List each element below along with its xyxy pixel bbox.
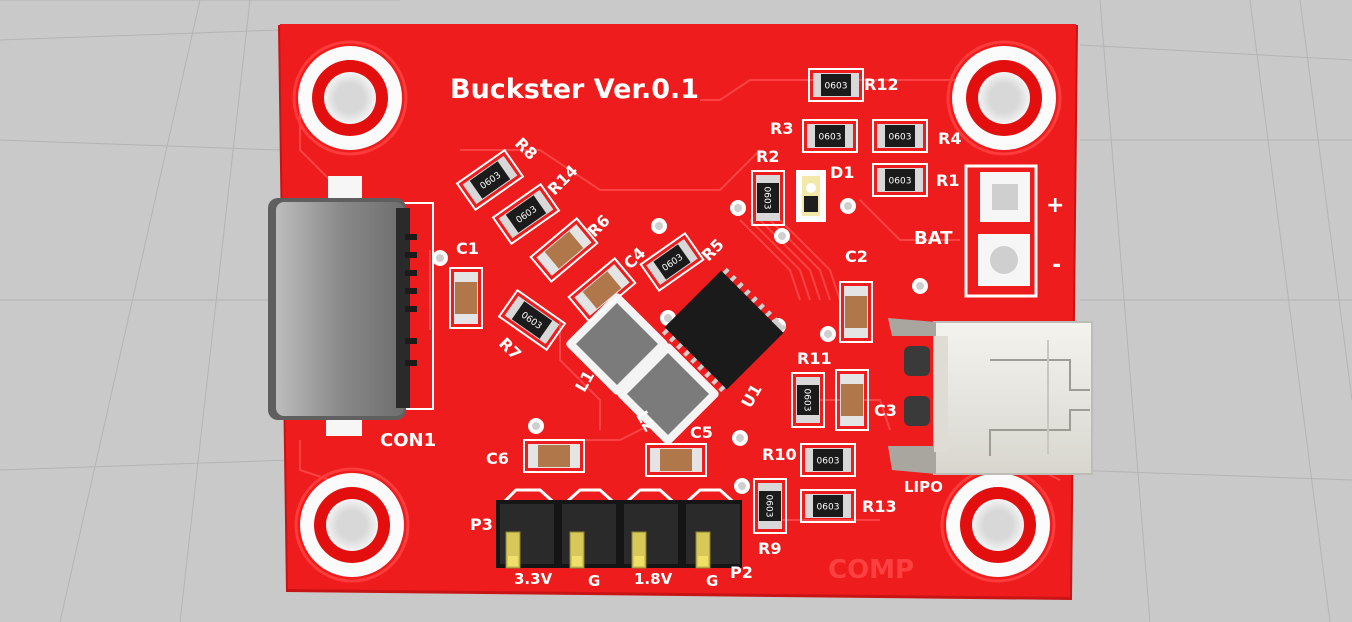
resistor-r8: 0603 [455,148,525,212]
pin-label-2: G [588,572,600,590]
pin-label-1: 3.3V [514,570,553,588]
vias [432,198,928,494]
ref-r13: R13 [862,497,897,516]
ref-c3: C3 [874,401,897,420]
resistor-r4: 0603 [872,119,928,153]
capacitor-c2 [839,281,873,343]
ref-r2: R2 [756,147,779,166]
resistor-r12: 0603 [808,68,864,102]
ref-r1: R1 [936,171,959,190]
lipo-connector [888,318,1093,475]
mounting-hole-bottom-right [940,467,1056,583]
ic-u1 [661,267,787,393]
label-bat: BAT [914,228,953,249]
ref-c6: C6 [486,449,509,468]
resistor-r11: 0603 [791,372,825,428]
mounting-hole-top-right [946,40,1062,156]
resistor-r13: 0603 [800,489,856,523]
label-comp: COMP [828,555,914,585]
package-code-label: 0603 [762,187,772,210]
ref-c1: C1 [456,239,479,258]
silkscreen: Buckster Ver.0.1 CON1 C1 C2 C3 C4 C5 C6 … [380,74,1064,590]
bat-minus: - [1052,253,1061,278]
ref-c2: C2 [845,247,868,266]
mounting-holes [292,40,1062,583]
resistor-r7: 0603 [497,288,567,352]
capacitor-c3 [835,369,869,431]
battery-header-bat [964,164,1038,298]
package-code-label: 0603 [802,389,812,412]
mounting-hole-bottom-left [294,467,410,583]
ref-c5: C5 [690,423,713,442]
resistor-r14: 0603 [491,182,561,246]
ref-r10: R10 [762,445,797,464]
ref-p2: P2 [730,563,753,582]
resistor-r2: 0603 [751,170,785,226]
bat-plus: + [1046,193,1064,218]
capacitor-c6 [523,439,585,473]
ref-con1: CON1 [380,430,436,451]
package-code-label: 0603 [817,503,840,513]
inductor-l2 [617,343,719,445]
mounting-hole-top-left [292,40,408,156]
ref-r9: R9 [758,539,781,558]
capacitor-c1 [449,267,483,329]
ref-p3: P3 [470,515,493,534]
label-lipo: LIPO [904,478,943,496]
package-code-label: 0603 [817,457,840,467]
resistor-r9: 0603 [753,478,787,534]
package-code-label: 0603 [889,177,912,187]
ref-r4: R4 [938,129,961,148]
resistor-r5: 0603 [639,232,705,292]
ref-r11: R11 [797,349,832,368]
ref-r3: R3 [770,119,793,138]
package-code-label: 0603 [825,82,848,92]
ref-r12: R12 [864,75,899,94]
capacitor-c4 [567,257,637,323]
usb-connector-con1 [268,176,434,436]
package-code-label: 0603 [819,133,842,143]
package-code-label: 0603 [764,495,774,518]
ref-d1: D1 [830,163,854,182]
pin-label-3: 1.8V [634,570,673,588]
led-d1 [796,170,826,222]
resistor-r10: 0603 [800,443,856,477]
package-code-label: 0603 [889,133,912,143]
capacitor-c5 [645,443,707,477]
capacitor-r6 [529,217,599,283]
pin-label-4: G [706,572,718,590]
pin-header-p2-p3 [496,488,742,569]
resistor-r1: 0603 [872,163,928,197]
resistor-r3: 0603 [802,119,858,153]
board-title: Buckster Ver.0.1 [450,74,699,105]
